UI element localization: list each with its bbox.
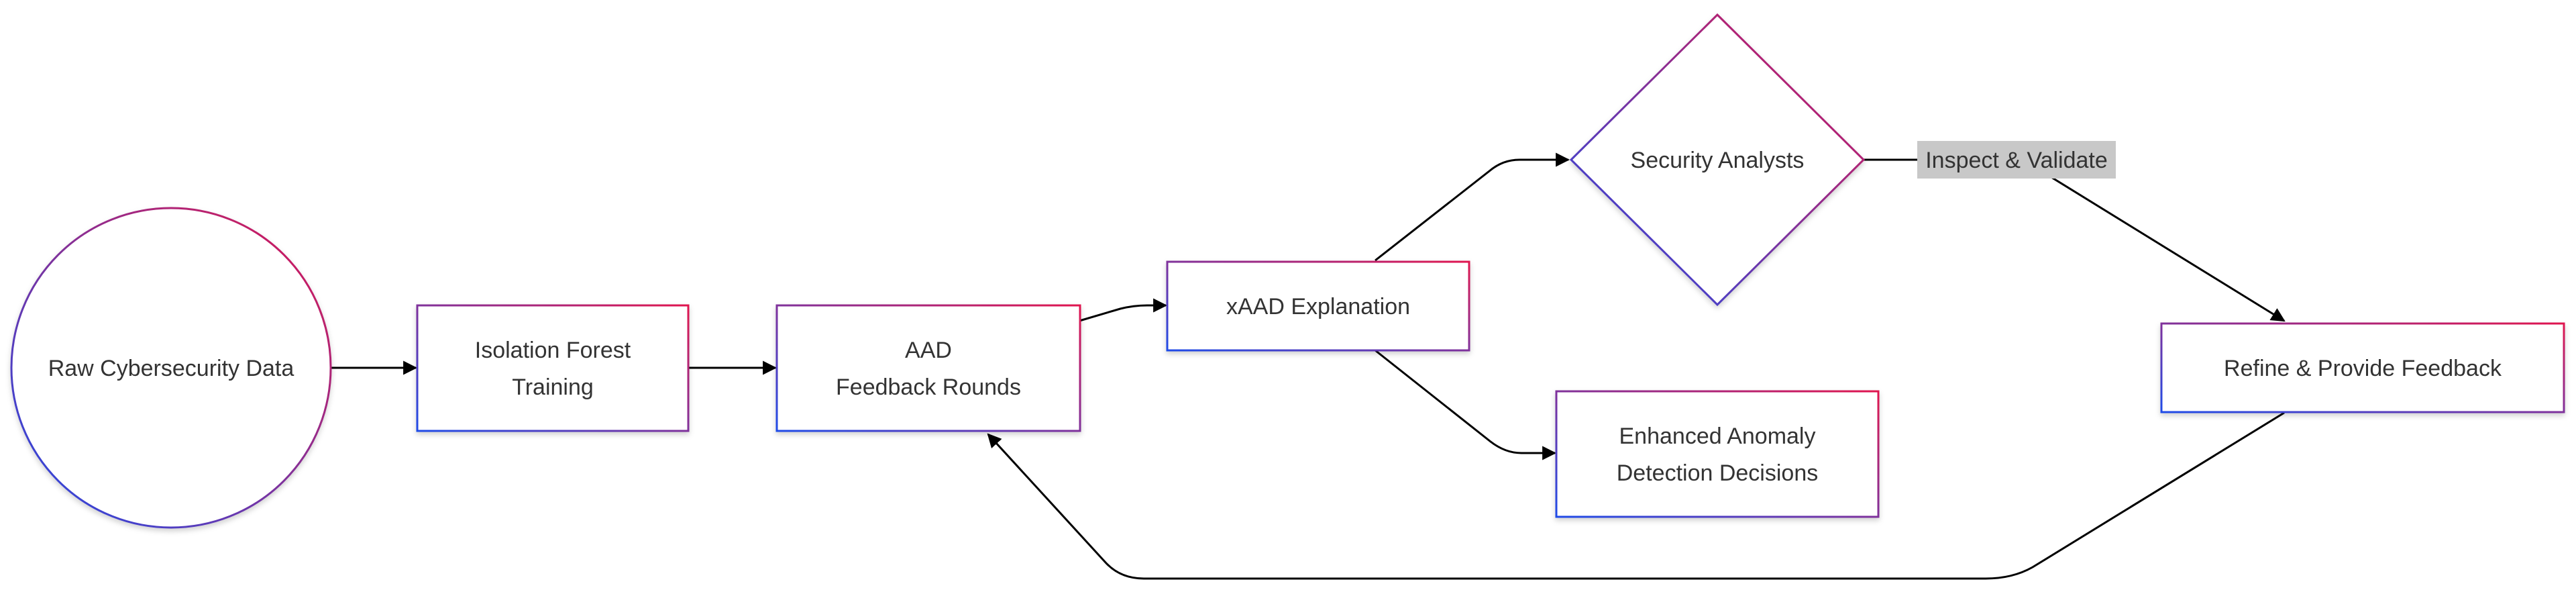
node-label-line-1: Isolation Forest	[475, 338, 631, 363]
node-label: Security Analysts	[1631, 148, 1805, 173]
edge-label-inspect-validate: Inspect & Validate	[1917, 141, 2116, 179]
node-label-line-1: Enhanced Anomaly	[1619, 424, 1816, 449]
node-label-line-2: Feedback Rounds	[836, 375, 1021, 400]
node-label: Refine & Provide Feedback	[2224, 356, 2502, 381]
edge-xaad-to-enhanced	[1375, 349, 1557, 460]
node-label-line-2: Detection Decisions	[1617, 460, 1818, 486]
node-enhanced-anomaly-detection-decisions[interactable]: Enhanced Anomaly Detection Decisions	[1555, 390, 1880, 518]
node-aad-feedback-rounds[interactable]: AAD Feedback Rounds	[775, 304, 1081, 432]
node-isolation-forest-training[interactable]: Isolation Forest Training	[416, 304, 690, 432]
node-label-line-1: AAD	[905, 338, 952, 363]
node-raw-cybersecurity-data[interactable]: Raw Cybersecurity Data	[10, 207, 332, 529]
node-shape-rect	[1555, 390, 1880, 518]
node-label: xAAD Explanation	[1226, 294, 1410, 319]
edge-analysts-to-refine	[1858, 158, 2286, 322]
node-shape-rect	[775, 304, 1081, 432]
node-label: Raw Cybersecurity Data	[48, 356, 294, 381]
node-xaad-explanation[interactable]: xAAD Explanation	[1166, 260, 1470, 352]
edge-label-background	[1917, 141, 2116, 179]
edge-xaad-to-analysts	[1375, 152, 1570, 262]
node-label-line-2: Training	[512, 375, 594, 400]
edge-aad-to-xaad	[1079, 298, 1168, 322]
edge-refine-to-aad	[987, 411, 2285, 580]
node-security-analysts[interactable]: Security Analysts	[1569, 13, 1866, 307]
node-shape-rect	[416, 304, 690, 432]
node-shape-diamond	[1569, 13, 1866, 307]
edge-label-text: Inspect & Validate	[1925, 148, 2108, 173]
node-shape-circle	[10, 207, 332, 529]
node-refine-provide-feedback[interactable]: Refine & Provide Feedback	[2160, 322, 2565, 413]
node-shape-rect	[2160, 322, 2565, 413]
node-shape-rect	[1166, 260, 1470, 352]
